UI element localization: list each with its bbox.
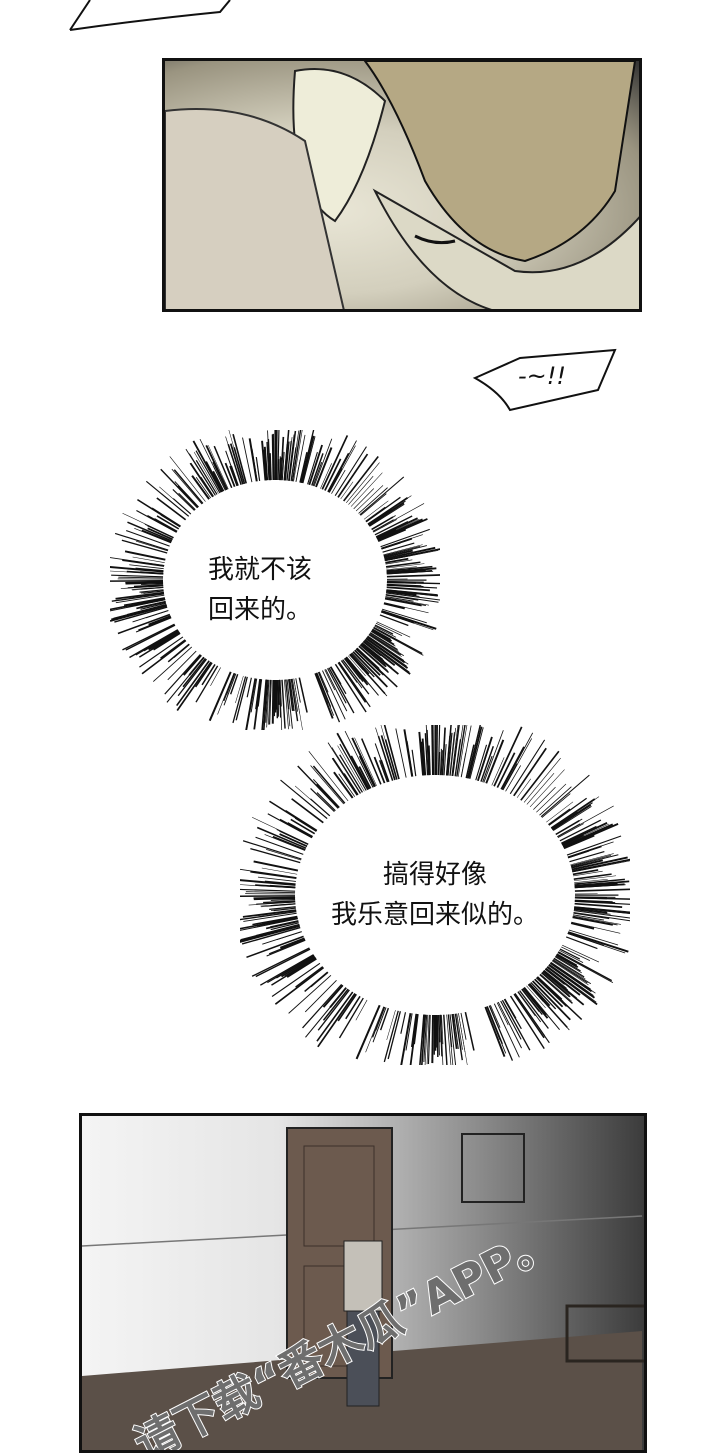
bubble-2-line-1: 搞得好像 xyxy=(285,855,585,895)
burst-line xyxy=(501,747,524,789)
burst-line xyxy=(437,725,438,775)
burst-line xyxy=(407,741,413,777)
burst-line xyxy=(385,739,396,779)
burst-line xyxy=(357,1005,380,1059)
burst-line xyxy=(153,647,191,682)
burst-line xyxy=(399,1013,410,1065)
burst-line xyxy=(270,453,271,480)
burst-line xyxy=(136,569,164,572)
burst-line xyxy=(247,678,251,698)
burst-line xyxy=(276,430,277,480)
panel-face-closeup xyxy=(162,58,642,312)
burst-line xyxy=(527,773,554,804)
burst-line xyxy=(111,575,163,577)
burst-line xyxy=(461,1013,466,1040)
burst-line xyxy=(387,575,440,577)
burst-line xyxy=(125,551,165,559)
burst-line xyxy=(404,729,412,776)
burst-line xyxy=(282,680,285,729)
burst-line xyxy=(388,1011,400,1059)
burst-line xyxy=(382,609,427,623)
burst-line xyxy=(373,1007,386,1042)
bubble-1-line-2: 回来的。 xyxy=(170,590,350,630)
burst-line xyxy=(412,750,416,776)
burst-line xyxy=(444,1015,447,1065)
burst-line xyxy=(485,1007,504,1057)
burst-line xyxy=(437,1015,438,1057)
burst-line xyxy=(432,1015,433,1063)
burst-line xyxy=(278,459,279,480)
burst-line xyxy=(401,1012,406,1034)
bubble-2-text: 搞得好像 我乐意回来似的。 xyxy=(285,855,585,935)
speech-bubble-fragment xyxy=(60,0,240,40)
burst-line xyxy=(277,680,278,718)
burst-line xyxy=(465,1012,474,1050)
burst-line xyxy=(177,661,209,706)
burst-line xyxy=(318,672,339,722)
burst-line xyxy=(246,936,303,957)
burst-line xyxy=(469,727,482,779)
panel-room-scene: 请下载“番木瓜”APP。 xyxy=(79,1113,647,1453)
burst-line xyxy=(439,752,440,775)
burst-line xyxy=(118,577,163,578)
burst-line xyxy=(125,582,163,583)
burst-line xyxy=(433,725,434,775)
burst-line xyxy=(346,463,379,503)
burst-line xyxy=(564,824,619,848)
burst-line xyxy=(224,674,236,706)
bubble-1-text: 我就不该 回来的。 xyxy=(170,550,350,630)
burst-line xyxy=(382,611,437,629)
sfx-text: -~!! xyxy=(518,362,566,390)
burst-line xyxy=(356,1000,367,1020)
burst-line xyxy=(320,463,331,488)
burst-line xyxy=(299,678,307,713)
burst-line xyxy=(484,730,503,782)
sfx-bubble: -~!! xyxy=(470,340,620,415)
burst-line xyxy=(273,680,274,724)
burst-line xyxy=(568,932,628,952)
burst-line xyxy=(533,787,555,809)
burst-line xyxy=(384,603,405,608)
burst-line xyxy=(387,582,424,583)
burst-line xyxy=(245,678,255,730)
burst-line xyxy=(236,677,247,720)
burst-line xyxy=(328,668,347,703)
burst-line xyxy=(489,1006,512,1061)
bubble-2-line-2: 我乐意回来似的。 xyxy=(285,895,585,935)
burst-line xyxy=(122,560,164,566)
burst-line xyxy=(492,757,504,785)
burst-line xyxy=(285,958,315,977)
bubble-1-line-1: 我就不该 xyxy=(170,550,350,590)
burst-line xyxy=(568,934,626,954)
burst-line xyxy=(373,1007,385,1037)
burst-line xyxy=(384,1011,398,1062)
burst-line xyxy=(502,1000,529,1050)
character-hand-face-art xyxy=(165,61,642,312)
burst-line xyxy=(429,745,430,775)
burst-line xyxy=(273,434,274,480)
burst-line xyxy=(252,449,257,481)
